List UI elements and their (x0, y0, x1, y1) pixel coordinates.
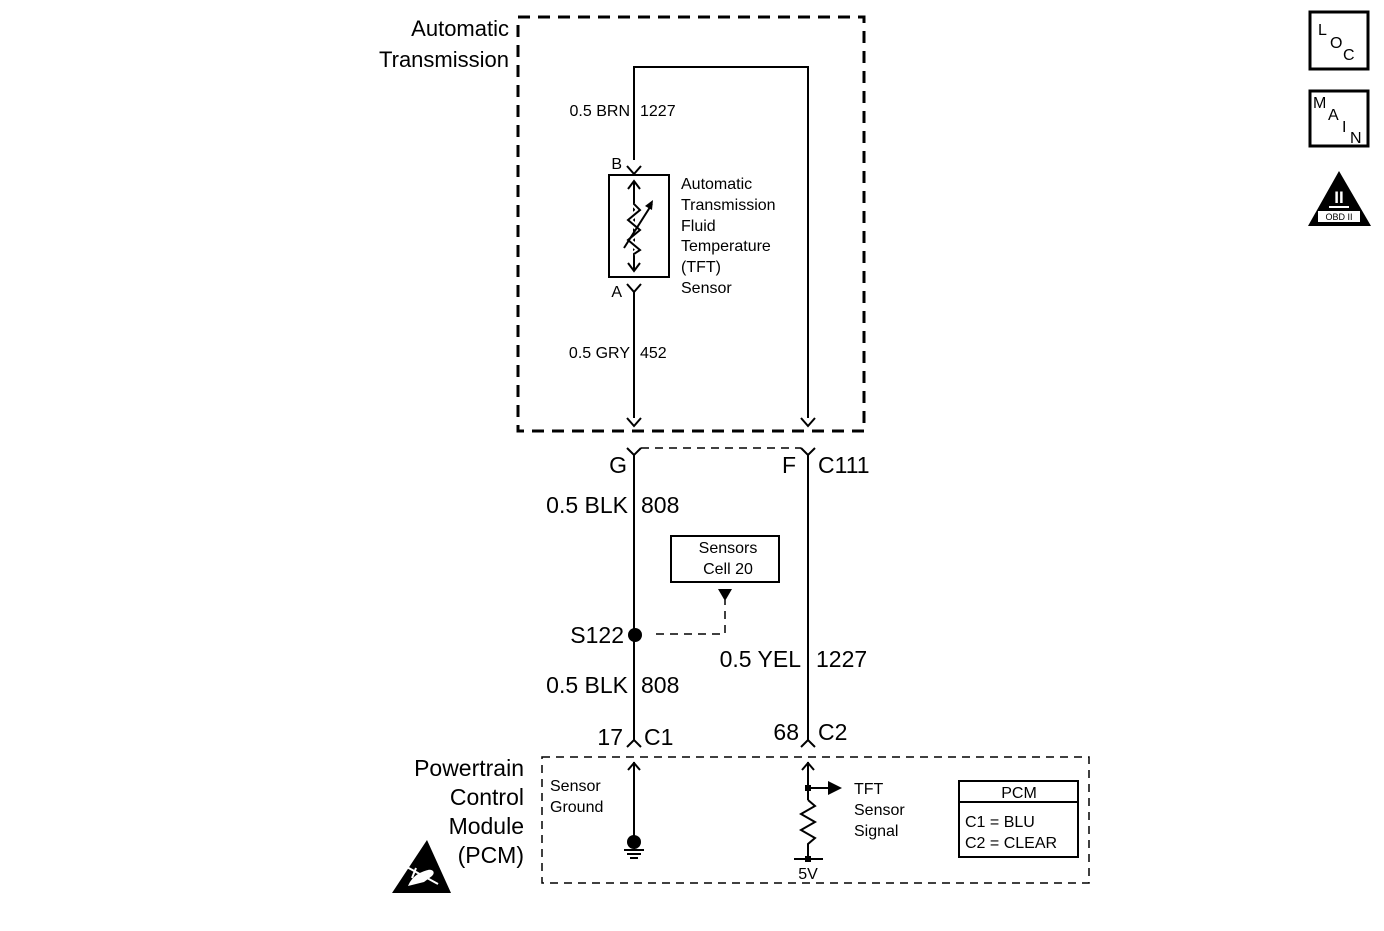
pcm-c2-name: C2 (818, 719, 847, 745)
pcm-c1-connector (626, 738, 642, 748)
pcm-ground-input (627, 761, 641, 771)
splice-s122 (628, 628, 642, 642)
obd-numeral: II (1334, 188, 1343, 207)
resistor-icon (798, 799, 818, 858)
blk-lower-label: 0.5 BLK (546, 672, 628, 698)
splice-label: S122 (570, 622, 624, 648)
sensor-name-line2: Transmission (681, 197, 776, 214)
tft-signal-line2: Sensor (854, 802, 905, 819)
pcm-title-line2: Control (450, 784, 524, 810)
pcm-c2-connector (800, 738, 816, 748)
pcm-enclosure (541, 756, 1090, 884)
transmission-title-line1: Automatic (411, 16, 509, 41)
c111-name: C111 (818, 452, 870, 478)
yel-label: 0.5 YEL (720, 646, 802, 672)
pcm-title-line1: Powertrain (414, 755, 524, 781)
pcm-connector-legend: PCM C1 = BLU C2 = CLEAR (958, 780, 1079, 858)
loc-icon[interactable]: L O C (1308, 10, 1370, 71)
pcm-signal-input (801, 761, 815, 771)
wire-gry-label: 0.5 GRY (569, 345, 630, 362)
sensor-name-line5: (TFT) (681, 259, 721, 276)
arrow-down-icon (626, 417, 642, 428)
pcm-title-line4: (PCM) (458, 842, 524, 868)
pullup-voltage: 5V (798, 866, 818, 883)
wire-brn-label: 0.5 BRN (570, 103, 630, 120)
main-letter-n: N (1350, 130, 1362, 147)
main-letter-m: M (1313, 95, 1326, 112)
sensor-ground-line1: Sensor (550, 778, 601, 795)
reference-pointer-icon (718, 589, 732, 601)
arrow-down-icon (800, 417, 816, 428)
wire-gry-circuit: 452 (640, 345, 667, 362)
sensor-loop-wire (633, 66, 809, 418)
pin-b-connector (626, 165, 642, 176)
wire-brn-circuit: 1227 (640, 103, 676, 120)
loc-letter-c: C (1343, 47, 1355, 64)
ground-icon (624, 835, 644, 859)
c111-pin-g (626, 447, 642, 457)
signal-arrow-icon (828, 781, 842, 795)
legend-c2: C2 = CLEAR (965, 835, 1057, 852)
blk-lower-circuit: 808 (641, 672, 679, 698)
sensor-name-line3: Fluid (681, 218, 716, 235)
c111-pin-g-label: G (609, 452, 627, 478)
legend-title: PCM (1001, 785, 1037, 802)
legend-c1: C1 = BLU (965, 814, 1035, 831)
c111-pin-f (800, 447, 816, 457)
sensor-ground-line2: Ground (550, 799, 603, 816)
thermistor-icon (623, 179, 653, 273)
pcm-c1-name: C1 (644, 724, 673, 750)
pcm-title-line3: Module (449, 813, 524, 839)
signal-node (805, 785, 811, 791)
tft-signal-line1: TFT (854, 781, 884, 798)
obd-text: OBD II (1325, 212, 1352, 222)
reference-line2: Cell 20 (703, 561, 753, 578)
yel-circuit: 1227 (816, 646, 867, 672)
sensor-name-line1: Automatic (681, 176, 752, 193)
pcm-c1-pin: 17 (597, 724, 623, 750)
loc-letter-o: O (1330, 35, 1342, 52)
blk-upper-circuit: 808 (641, 492, 679, 518)
sensors-cell-reference[interactable] (670, 535, 780, 583)
pin-a-label: A (611, 284, 622, 301)
sensor-name-line6: Sensor (681, 280, 732, 297)
blk-upper-label: 0.5 BLK (546, 492, 628, 518)
reference-line1: Sensors (699, 540, 758, 557)
loc-letter-l: L (1318, 22, 1327, 39)
main-letter-i: I (1342, 119, 1346, 136)
splice-reference-link (656, 600, 726, 635)
esd-warning-icon (392, 840, 451, 893)
sensor-name-line4: Temperature (681, 238, 771, 255)
tft-sensor-name: Automatic Transmission Fluid Temperature… (681, 176, 776, 297)
main-icon[interactable]: M A I N (1308, 89, 1370, 148)
pin-b-label: B (611, 156, 622, 173)
tft-signal-line3: Signal (854, 823, 898, 840)
pin-a-connector (626, 283, 642, 294)
obd-ii-icon[interactable]: II OBD II (1308, 171, 1371, 226)
main-letter-a: A (1328, 107, 1339, 124)
transmission-title-line2: Transmission (379, 47, 509, 72)
pcm-title: Powertrain Control Module (PCM) (414, 755, 524, 868)
pcm-c2-pin: 68 (773, 719, 799, 745)
c111-pin-f-label: F (782, 452, 796, 478)
